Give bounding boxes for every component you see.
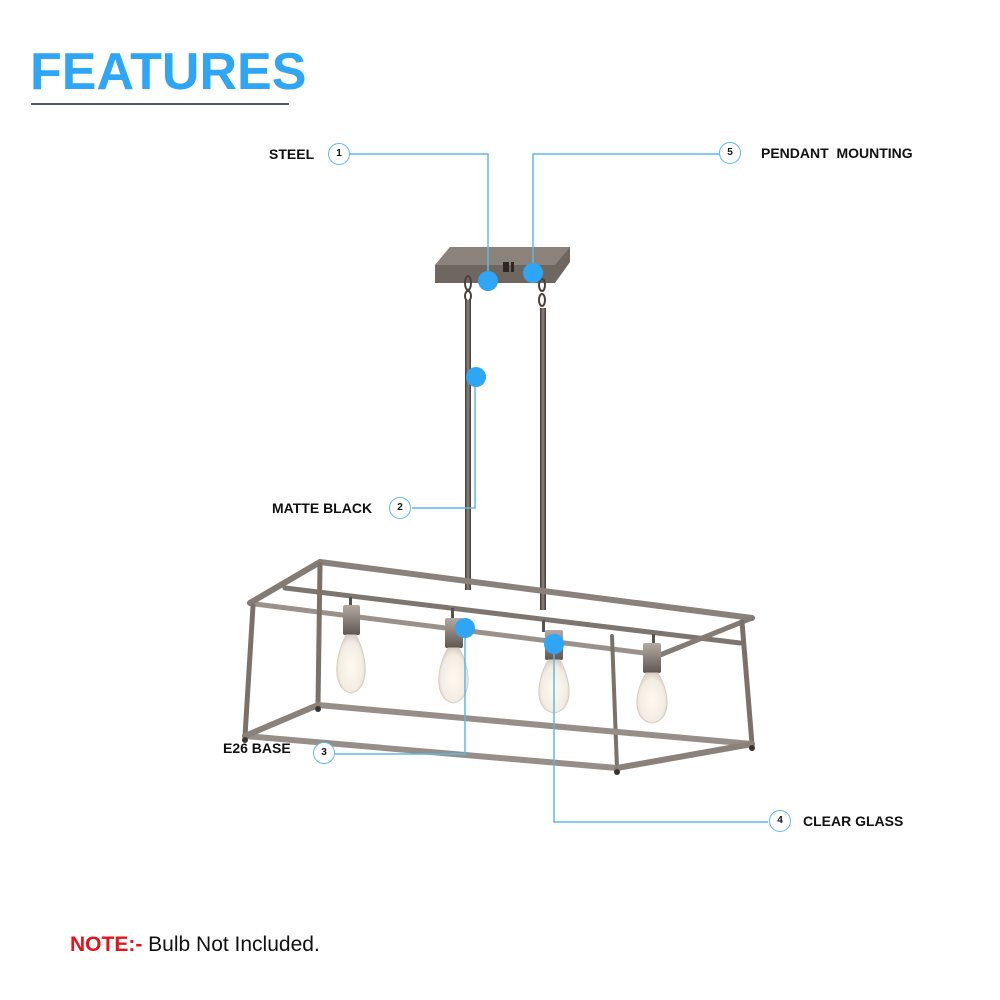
callout-label-pendant-mounting: PENDANT MOUNTING: [761, 145, 913, 161]
bulb-4: [636, 634, 668, 724]
callout-dot-2: [466, 367, 486, 387]
callout-label-steel: STEEL: [269, 146, 315, 162]
leader-line-5: [532, 153, 720, 272]
leader-line-1: [350, 153, 489, 280]
callout-dot-4: [544, 634, 564, 654]
callout-badge-1: 1: [328, 143, 350, 165]
suspension-rod-left: [465, 300, 471, 590]
title-underline: [31, 103, 289, 105]
callout-label-matte-black: MATTE BLACK: [272, 500, 373, 516]
suspension-rod-right: [540, 308, 546, 610]
leader-line-4: [553, 644, 768, 823]
callout-dot-1: [478, 271, 498, 291]
canopy: [435, 247, 570, 283]
callout-badge-5: 5: [719, 142, 741, 164]
page-title: FEATURES: [30, 43, 307, 101]
leader-line-3: [335, 628, 466, 755]
callout-dot-5: [523, 263, 543, 283]
leader-lines: [335, 153, 768, 823]
callout-dot-3: [455, 618, 475, 638]
callout-label-clear-glass: CLEAR GLASS: [803, 813, 904, 829]
note-lead: NOTE:-: [70, 933, 143, 956]
callout-badge-2: 2: [389, 497, 411, 519]
callout-badge-4: 4: [769, 810, 791, 832]
leader-line-2: [412, 377, 476, 509]
cage-frame: [242, 559, 755, 775]
callout-label-e26-base: E26 BASE: [223, 740, 291, 756]
note-text: Bulb Not Included.: [142, 933, 320, 956]
bulb-note: NOTE:- Bulb Not Included.: [70, 933, 320, 957]
callout-dots: [455, 263, 564, 654]
callout-badge-3: 3: [313, 742, 335, 764]
bulb-1: [336, 597, 366, 694]
